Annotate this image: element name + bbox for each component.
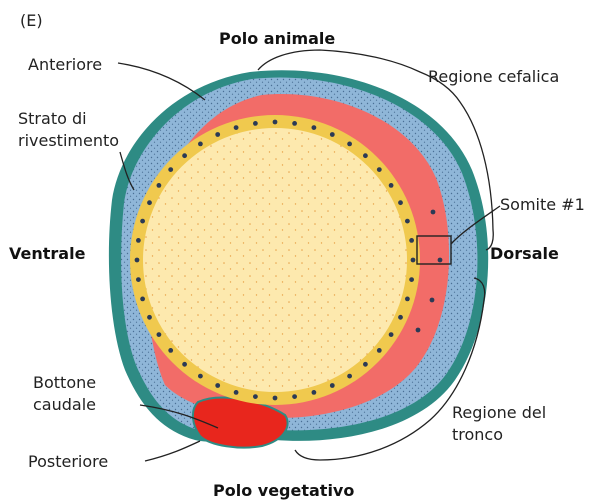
- yolk-nucleus-dot: [182, 153, 187, 158]
- yolk-nucleus-dot: [198, 374, 203, 379]
- yolk-nucleus-dot: [363, 153, 368, 158]
- yolk-nucleus-dot: [377, 167, 382, 172]
- yolk-nucleus-dot: [273, 396, 278, 401]
- yolk-nucleus-dot: [411, 258, 416, 263]
- deep-layer-nucleus-dot: [438, 258, 443, 263]
- yolk-nucleus-dot: [292, 394, 297, 399]
- yolk-nucleus-dot: [405, 297, 410, 302]
- deep-layer-nucleus-dot: [416, 328, 421, 333]
- yolk-nucleus-dot: [135, 258, 140, 263]
- deep-layer-nucleus-dot: [431, 210, 436, 215]
- yolk-nucleus-dot: [168, 348, 173, 353]
- yolk-nucleus-dot: [253, 394, 258, 399]
- yolk-nucleus-dot: [363, 362, 368, 367]
- strato-label-line2: rivestimento: [18, 131, 119, 150]
- panel-label: (E): [20, 11, 43, 30]
- bottone-label-line1: Bottone: [33, 373, 96, 392]
- polo-animale-label: Polo animale: [219, 29, 335, 48]
- bottone-label-line2: caudale: [33, 395, 96, 414]
- yolk-nucleus-dot: [147, 315, 152, 320]
- ventrale-label: Ventrale: [9, 244, 86, 263]
- yolk-nucleus-dot: [330, 132, 335, 137]
- yolk-nucleus-dot: [377, 348, 382, 353]
- yolk-nucleus-dot: [398, 315, 403, 320]
- anteriore-label: Anteriore: [28, 55, 102, 74]
- yolk-nucleus-dot: [234, 390, 239, 395]
- yolk-nucleus-dot: [157, 332, 162, 337]
- yolk-nucleus-dot: [253, 121, 258, 126]
- yolk-nucleus-dot: [140, 297, 145, 302]
- posteriore-leader: [145, 441, 200, 461]
- yolk-nucleus-dot: [312, 125, 317, 130]
- yolk-nucleus-dot: [405, 219, 410, 224]
- yolk-nucleus-dot: [157, 183, 162, 188]
- yolk-nucleus-dot: [389, 332, 394, 337]
- yolk-nucleus-dot: [409, 238, 414, 243]
- regione-cefalica-label: Regione cefalica: [428, 67, 559, 86]
- yolk-nucleus-dot: [347, 374, 352, 379]
- deep-layer-nucleus-dot: [430, 298, 435, 303]
- yolk-nucleus-dot: [312, 390, 317, 395]
- yolk-nucleus-dot: [168, 167, 173, 172]
- yolk-nucleus-dot: [398, 200, 403, 205]
- yolk-nucleus-dot: [330, 383, 335, 388]
- yolk-nucleus-dot: [136, 238, 141, 243]
- yolk-nucleus-dot: [215, 132, 220, 137]
- yolk-nucleus-dot: [409, 277, 414, 282]
- yolk-nucleus-dot: [198, 142, 203, 147]
- polo-vegetativo-label: Polo vegetativo: [213, 481, 354, 500]
- yolk-nucleus-dot: [140, 219, 145, 224]
- yolk-nucleus-dot: [389, 183, 394, 188]
- yolk-nucleus-dot: [182, 362, 187, 367]
- yolk-nucleus-dot: [215, 383, 220, 388]
- yolk-nucleus-dot: [234, 125, 239, 130]
- regione-tronco-label-line2: tronco: [452, 425, 503, 444]
- strato-label-line1: Strato di: [18, 109, 87, 128]
- yolk-nucleus-dot: [147, 200, 152, 205]
- regione-tronco-label-line1: Regione del: [452, 403, 546, 422]
- yolk-cell: [143, 128, 407, 392]
- yolk-nucleus-dot: [347, 142, 352, 147]
- somite-label: Somite #1: [500, 195, 585, 214]
- posteriore-label: Posteriore: [28, 452, 108, 471]
- yolk-nucleus-dot: [136, 277, 141, 282]
- yolk-nucleus-dot: [273, 120, 278, 125]
- yolk-nucleus-dot: [292, 121, 297, 126]
- dorsale-label: Dorsale: [490, 244, 559, 263]
